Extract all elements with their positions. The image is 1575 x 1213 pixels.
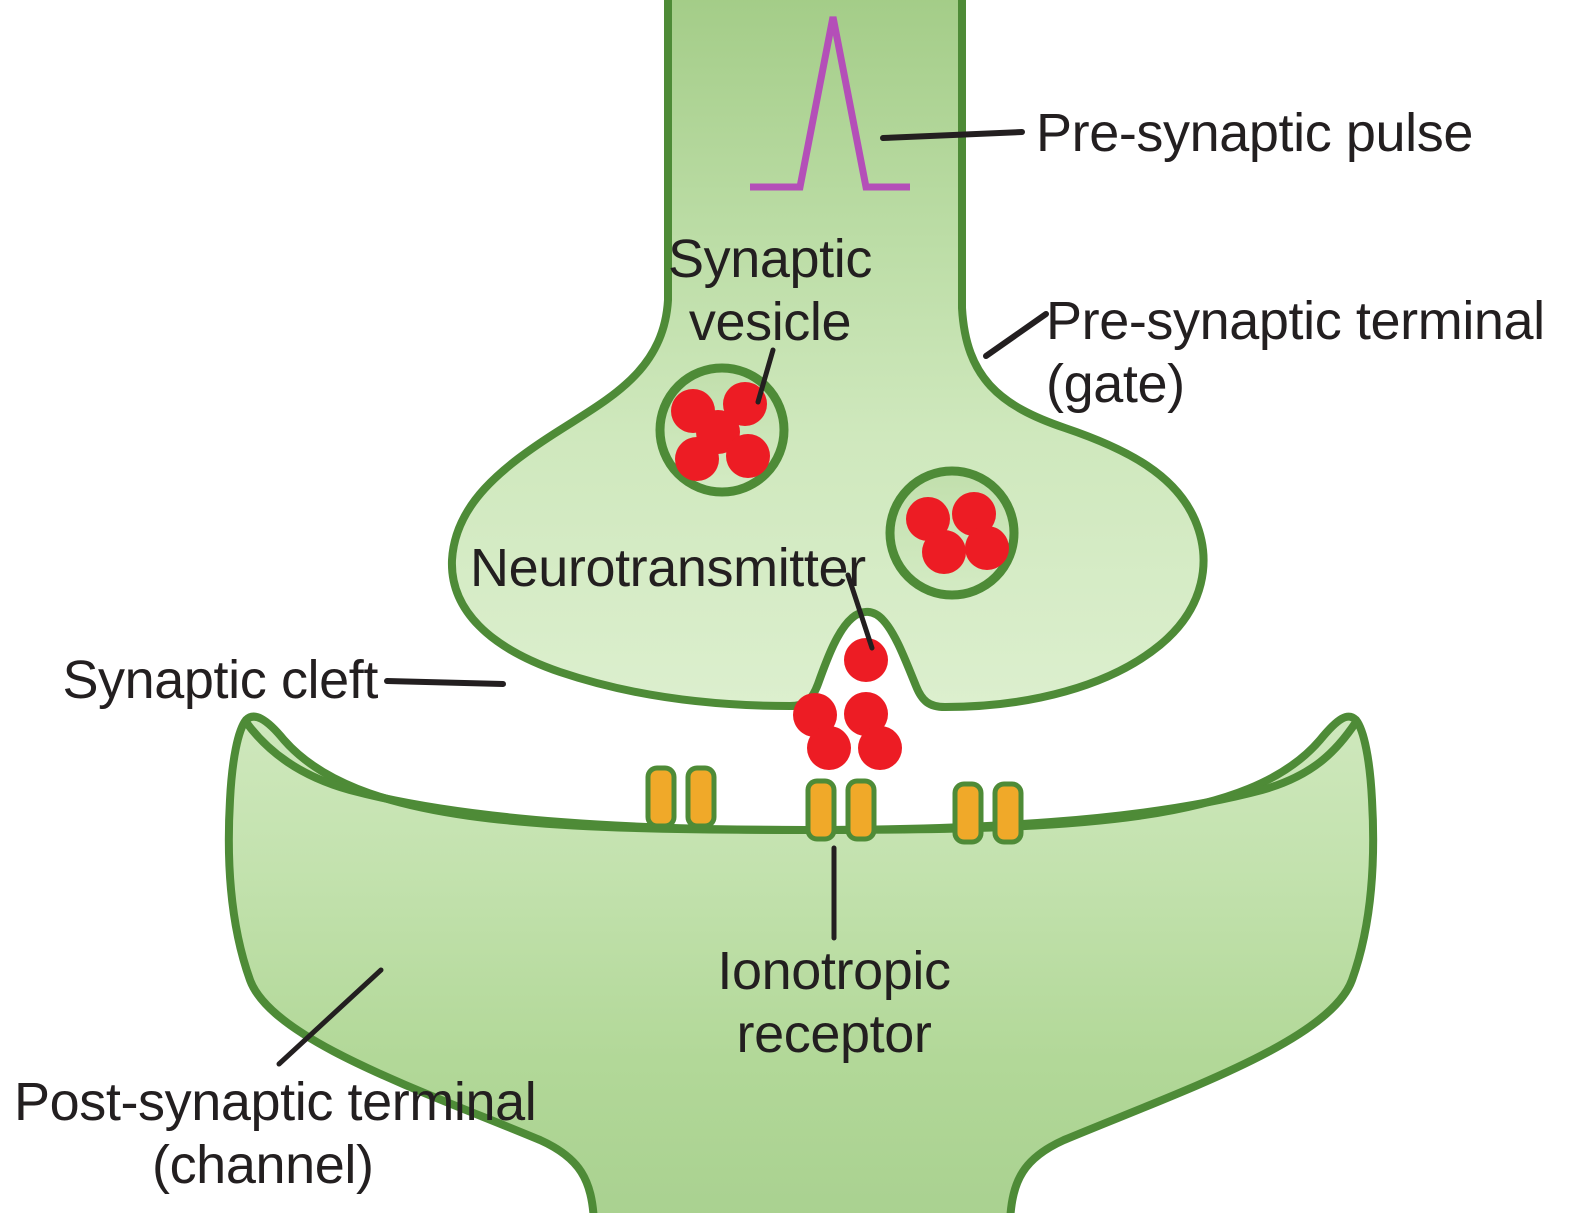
synaptic-vesicle-1 — [655, 363, 789, 497]
label-neurotransmitter: Neurotransmitter — [470, 538, 866, 598]
ionotropic-receptor-pair-2 — [805, 778, 877, 842]
label-synaptic-vesicle-line1: Synaptic — [668, 229, 872, 289]
ionotropic-receptor-pair-1 — [645, 765, 717, 829]
label-pre-synaptic-terminal-line1: Pre-synaptic terminal — [1046, 291, 1545, 351]
leader-lines — [276, 129, 1049, 1067]
synaptic-vesicle-2 — [885, 466, 1019, 600]
label-synaptic-cleft: Synaptic cleft — [62, 650, 378, 710]
label-ionotropic-receptor-line2: receptor — [736, 1004, 932, 1064]
label-synaptic-vesicle-line2: vesicle — [688, 292, 852, 352]
label-pre-synaptic-terminal-line2: (gate) — [1046, 354, 1185, 414]
label-ionotropic-receptor-line1: Ionotropic — [717, 941, 951, 1001]
post-terminal-leader-line — [276, 967, 384, 1067]
pulse-leader-line — [880, 129, 1025, 141]
label-post-synaptic-terminal-line2: (channel) — [152, 1135, 374, 1195]
neurotransmitter-dots-vesicle-1 — [671, 382, 770, 481]
neurotransmitter-leader-line — [845, 572, 875, 651]
vesicle-leader-line — [755, 347, 776, 405]
pre-synaptic-pulse-waveform — [750, 16, 910, 191]
ionotropic-receptor-pair-3 — [952, 781, 1024, 845]
label-post-synaptic-terminal-line1: Post-synaptic terminal — [14, 1072, 537, 1132]
pre-terminal-leader-line — [983, 311, 1049, 359]
ionotropic-receptors — [645, 765, 1024, 845]
neurotransmitter-dots-vesicle-2 — [906, 492, 1009, 574]
label-pre-synaptic-pulse: Pre-synaptic pulse — [1036, 103, 1474, 163]
cleft-leader-line — [384, 678, 506, 687]
released-neurotransmitters — [793, 638, 902, 770]
